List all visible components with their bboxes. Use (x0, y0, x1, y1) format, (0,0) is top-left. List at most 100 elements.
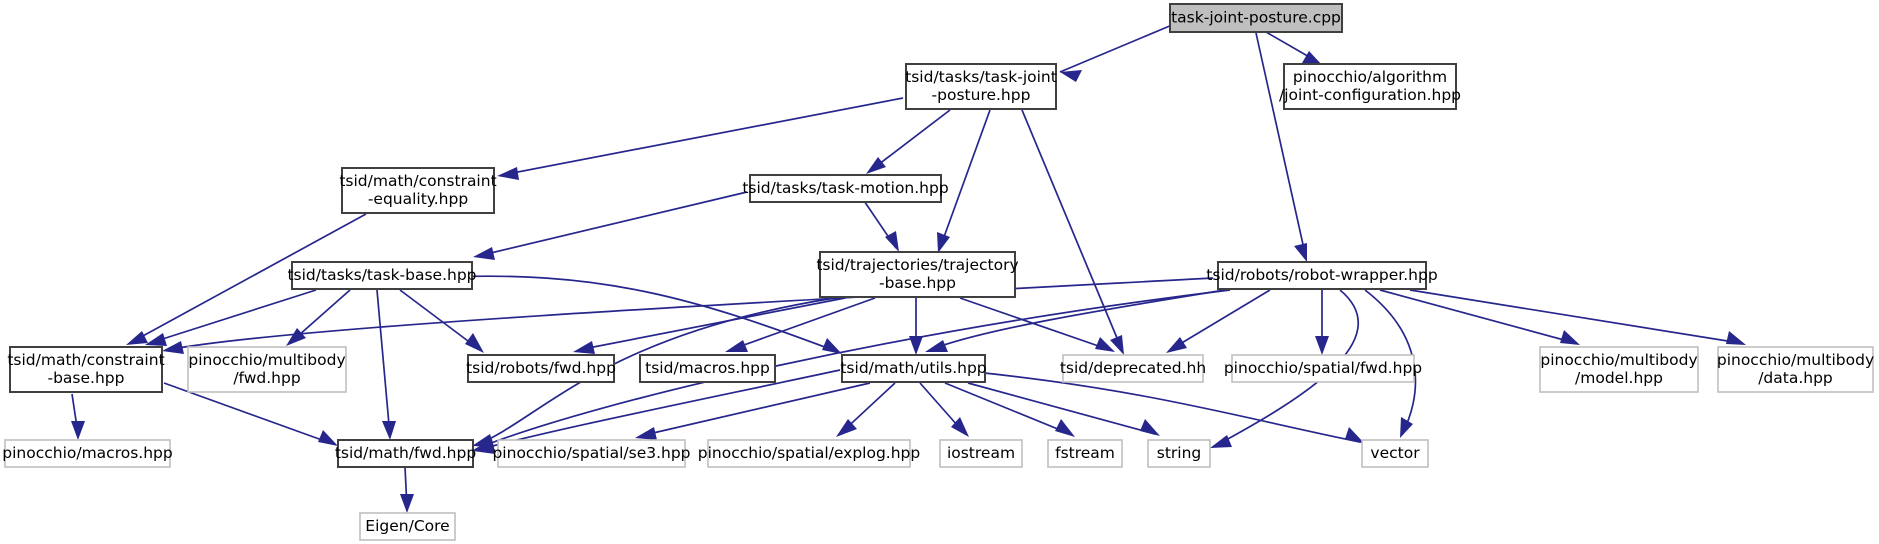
node-box[interactable] (467, 354, 615, 383)
edge-tsid/math/utils.hpp-to-pinocchio/spatial/explog.hpp-arrowhead (836, 419, 857, 437)
node-pinocchio/macros.hpp[interactable]: pinocchio/macros.hpp (2, 439, 173, 468)
node-box[interactable] (291, 261, 473, 290)
edge-tsid/tasks/task-joint-posture.hpp-to-tsid/trajectories/trajectory-base.hpp (939, 109, 991, 249)
node-label: /model.hpp (1575, 369, 1663, 387)
node-label: pinocchio/multibody (1540, 351, 1697, 369)
node-label: pinocchio/spatial/explog.hpp (698, 444, 921, 462)
node-string[interactable]: string (1147, 439, 1211, 468)
edge-tsid/tasks/task-base.hpp-to-pinocchio/multibody/fwd.hpp-arrowhead (286, 328, 306, 346)
node-tsid/math/constraint-base.hpp[interactable]: tsid/math/constraint-base.hpp (7, 346, 165, 393)
node-label: pinocchio/spatial/se3.hpp (492, 444, 690, 462)
edge-tsid/tasks/task-motion.hpp-to-tsid/tasks/task-base.hpp (477, 191, 748, 257)
node-label: -base.hpp (48, 369, 125, 387)
edge-tsid/math/constraint-base.hpp-to-tsid/math/fwd.hpp (163, 382, 334, 445)
node-vector[interactable]: vector (1361, 439, 1429, 468)
node-box[interactable] (187, 346, 347, 393)
node-pinocchio/spatial/fwd.hpp[interactable]: pinocchio/spatial/fwd.hpp (1224, 354, 1422, 383)
node-label: tsid/tasks/task-joint (905, 68, 1057, 86)
node-label: pinocchio/spatial/fwd.hpp (1224, 359, 1422, 377)
edge-tsid/trajectories/trajectory-base.hpp-to-tsid/robots/fwd.hpp (577, 297, 846, 351)
edge-tsid/math/utils.hpp-to-iostream-arrowhead (951, 417, 969, 437)
node-box[interactable] (4, 439, 171, 468)
edge-tsid/tasks/task-base.hpp-to-tsid/robots/fwd.hpp (399, 289, 481, 351)
node-tsid/macros.hpp[interactable]: tsid/macros.hpp (639, 354, 776, 383)
edge-tsid/robots/robot-wrapper.hpp-to-tsid/deprecated.hh (1169, 289, 1271, 351)
node-box[interactable] (841, 354, 986, 383)
node-iostream[interactable]: iostream (939, 439, 1023, 468)
node-pinocchio/spatial/se3.hpp[interactable]: pinocchio/spatial/se3.hpp (492, 439, 691, 468)
node-box[interactable] (905, 63, 1057, 110)
node-box[interactable] (359, 512, 456, 541)
edge-tsid/tasks/task-joint-posture.hpp-to-tsid/deprecated.hh-arrowhead (1110, 335, 1124, 355)
node-pinocchio/multibody/fwd.hpp[interactable]: pinocchio/multibody/fwd.hpp (187, 346, 347, 393)
edge-tsid/tasks/task-joint-posture.hpp-to-tsid/math/constraint-equality.hpp-arrowhead (497, 167, 519, 180)
node-label: /joint-configuration.hpp (1279, 86, 1461, 104)
edge-task-joint-posture.cpp-to-tsid/robots/robot-wrapper.hpp (1255, 32, 1307, 259)
node-label: pinocchio/algorithm (1293, 68, 1447, 86)
edge-task-joint-posture.cpp-to-tsid/robots/robot-wrapper.hpp-arrowhead (1294, 243, 1307, 262)
node-tsid/trajectories/trajectory-base.hpp[interactable]: tsid/trajectories/trajectory-base.hpp (816, 251, 1019, 298)
node-box[interactable] (1283, 63, 1457, 110)
node-pinocchio/multibody/model.hpp[interactable]: pinocchio/multibody/model.hpp (1539, 346, 1699, 393)
node-pinocchio/algorithm/joint-configuration.hpp[interactable]: pinocchio/algorithm/joint-configuration.… (1279, 63, 1461, 110)
edge-tsid/robots/robot-wrapper.hpp-to-tsid/math/constraint-base.hpp (166, 277, 1214, 351)
node-box[interactable] (939, 439, 1023, 468)
node-label: tsid/tasks/task-motion.hpp (742, 179, 948, 197)
edge-tsid/math/constraint-base.hpp-to-pinocchio/macros.hpp-arrowhead (71, 421, 85, 440)
node-tsid/robots/robot-wrapper.hpp[interactable]: tsid/robots/robot-wrapper.hpp (1206, 261, 1438, 290)
node-box[interactable] (1169, 3, 1343, 33)
edge-tsid/robots/robot-wrapper.hpp-to-pinocchio/multibody/model.hpp (1379, 289, 1576, 344)
node-pinocchio/multibody/data.hpp[interactable]: pinocchio/multibody/data.hpp (1717, 346, 1874, 393)
node-tsid/tasks/task-joint-posture.hpp[interactable]: tsid/tasks/task-joint-posture.hpp (905, 63, 1057, 110)
edge-tsid/math/constraint-base.hpp-to-tsid/math/fwd.hpp-arrowhead (318, 430, 338, 446)
node-box[interactable] (707, 439, 911, 468)
node-box[interactable] (1717, 346, 1874, 393)
edge-tsid/robots/robot-wrapper.hpp-to-pinocchio/multibody/model.hpp-arrowhead (1560, 330, 1580, 345)
node-box[interactable] (9, 346, 163, 393)
node-box[interactable] (1361, 439, 1429, 468)
edge-tsid/tasks/task-base.hpp-to-tsid/math/utils.hpp (427, 275, 839, 353)
node-label: tsid/deprecated.hh (1060, 359, 1206, 377)
node-tsid/math/utils.hpp[interactable]: tsid/math/utils.hpp (840, 354, 987, 383)
node-box[interactable] (1047, 439, 1123, 468)
node-Eigen/Core[interactable]: Eigen/Core (359, 512, 456, 541)
edge-tsid/math/utils.hpp-to-string-arrowhead (1140, 419, 1160, 436)
node-box[interactable] (819, 251, 1016, 298)
node-label: -posture.hpp (932, 86, 1031, 104)
node-task-joint-posture.cpp[interactable]: task-joint-posture.cpp (1169, 3, 1343, 33)
node-box[interactable] (1231, 354, 1415, 383)
edge-tsid/math/utils.hpp-to-vector-arrowhead (1345, 427, 1365, 444)
edge-tsid/trajectories/trajectory-base.hpp-to-tsid/robots/fwd.hpp-arrowhead (573, 341, 595, 354)
node-tsid/math/constraint-equality.hpp[interactable]: tsid/math/constraint-equality.hpp (339, 167, 497, 214)
node-tsid/tasks/task-motion.hpp[interactable]: tsid/tasks/task-motion.hpp (742, 174, 949, 203)
node-fstream[interactable]: fstream (1047, 439, 1123, 468)
node-label: Eigen/Core (365, 517, 449, 535)
edge-tsid/tasks/task-base.hpp-to-tsid/math/fwd.hpp-arrowhead (382, 421, 396, 440)
edge-tsid/math/constraint-equality.hpp-to-tsid/math/constraint-base.hpp-arrowhead (126, 331, 148, 345)
node-box[interactable] (341, 167, 495, 214)
edge-tsid/math/constraint-equality.hpp-to-tsid/math/constraint-base.hpp (129, 213, 367, 344)
node-pinocchio/spatial/explog.hpp[interactable]: pinocchio/spatial/explog.hpp (698, 439, 921, 468)
node-label: fstream (1055, 444, 1115, 462)
node-box[interactable] (749, 174, 942, 203)
node-box[interactable] (1539, 346, 1699, 393)
node-box[interactable] (1062, 354, 1204, 383)
node-box[interactable] (497, 439, 686, 468)
node-label: tsid/math/fwd.hpp (335, 444, 476, 462)
node-box[interactable] (337, 439, 474, 468)
node-tsid/robots/fwd.hpp[interactable]: tsid/robots/fwd.hpp (466, 354, 616, 383)
node-label: /data.hpp (1758, 369, 1833, 387)
node-tsid/tasks/task-base.hpp[interactable]: tsid/tasks/task-base.hpp (287, 261, 477, 290)
edge-tsid/trajectories/trajectory-base.hpp-to-tsid/math/utils.hpp-arrowhead (909, 336, 923, 355)
node-tsid/deprecated.hh[interactable]: tsid/deprecated.hh (1060, 354, 1206, 383)
node-box[interactable] (639, 354, 776, 383)
edge-tsid/robots/robot-wrapper.hpp-to-string-arrowhead (1210, 435, 1232, 448)
edge-task-joint-posture.cpp-to-pinocchio/algorithm/joint-configuration.hpp-arrowhead (1302, 51, 1322, 65)
node-label: pinocchio/multibody (1717, 351, 1874, 369)
node-tsid/math/fwd.hpp[interactable]: tsid/math/fwd.hpp (335, 439, 476, 468)
node-label: /fwd.hpp (233, 369, 300, 387)
node-box[interactable] (1147, 439, 1211, 468)
node-box[interactable] (1217, 261, 1427, 290)
